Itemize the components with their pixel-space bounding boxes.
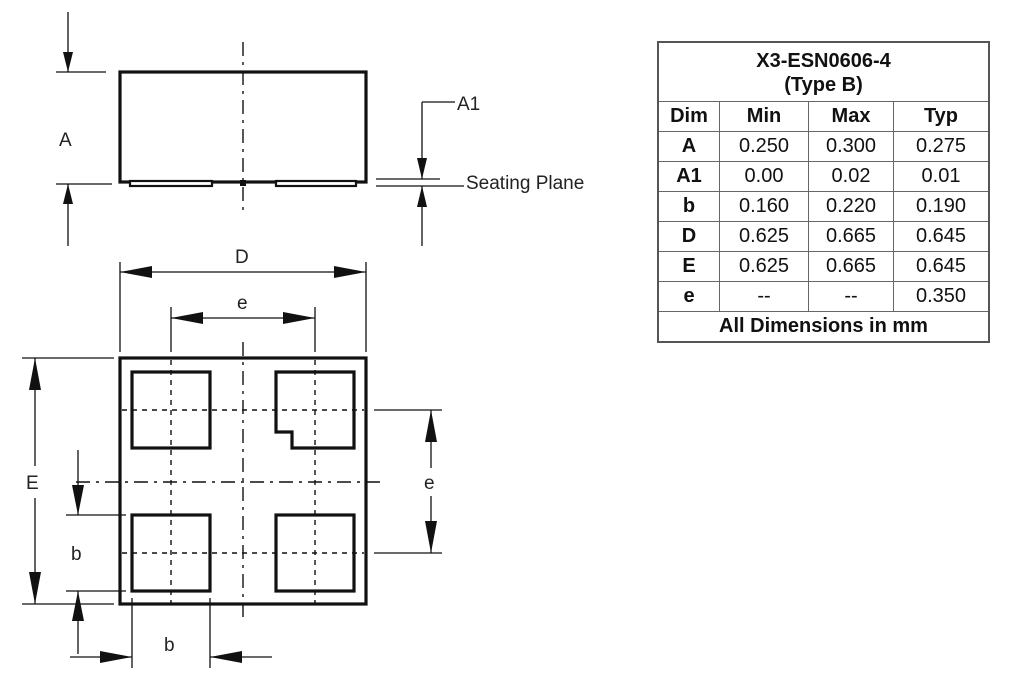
cell-typ: 0.350 bbox=[893, 281, 990, 312]
table-footer-row: All Dimensions in mm bbox=[657, 311, 990, 343]
cell-dim: A bbox=[657, 131, 720, 162]
cell-dim: A1 bbox=[657, 161, 720, 192]
dim-label-E: E bbox=[26, 473, 39, 494]
cell-max: 0.02 bbox=[808, 161, 894, 192]
table-footer: All Dimensions in mm bbox=[657, 311, 990, 343]
cell-min: 0.625 bbox=[719, 221, 809, 252]
pad-top-right-pin1 bbox=[274, 370, 356, 450]
table-title-line2: (Type B) bbox=[784, 74, 863, 96]
dimensions-table: X3-ESN0606-4 (Type B) Dim Min Max Typ A … bbox=[657, 41, 990, 343]
table-title-line1: X3-ESN0606-4 bbox=[756, 50, 891, 72]
cell-min: 0.00 bbox=[719, 161, 809, 192]
cell-dim: E bbox=[657, 251, 720, 282]
table-row: E 0.625 0.665 0.645 bbox=[657, 251, 990, 282]
terminal-left-side bbox=[128, 179, 214, 188]
cell-typ: 0.645 bbox=[893, 251, 990, 282]
cell-typ: 0.275 bbox=[893, 131, 990, 162]
dim-label-b-left: b bbox=[71, 544, 82, 565]
cell-max: 0.220 bbox=[808, 191, 894, 222]
dim-label-b-bottom: b bbox=[164, 635, 175, 656]
cell-dim: b bbox=[657, 191, 720, 222]
seating-plane-label: Seating Plane bbox=[466, 173, 584, 194]
cell-min: 0.625 bbox=[719, 251, 809, 282]
table-row: b 0.160 0.220 0.190 bbox=[657, 191, 990, 222]
cell-min: 0.160 bbox=[719, 191, 809, 222]
cell-min: 0.250 bbox=[719, 131, 809, 162]
table-row: e -- -- 0.350 bbox=[657, 281, 990, 312]
table-title: X3-ESN0606-4 (Type B) bbox=[657, 41, 990, 102]
dim-label-A: A bbox=[59, 130, 72, 151]
cell-max: 0.665 bbox=[808, 251, 894, 282]
header-min: Min bbox=[719, 101, 809, 132]
cell-max: 0.300 bbox=[808, 131, 894, 162]
dim-label-e-right: e bbox=[424, 473, 435, 494]
header-dim: Dim bbox=[657, 101, 720, 132]
cell-typ: 0.645 bbox=[893, 221, 990, 252]
table-row: D 0.625 0.665 0.645 bbox=[657, 221, 990, 252]
table-header-row: Dim Min Max Typ bbox=[657, 101, 990, 132]
table-row: A 0.250 0.300 0.275 bbox=[657, 131, 990, 162]
dim-label-D: D bbox=[235, 247, 249, 268]
table-title-row: X3-ESN0606-4 (Type B) bbox=[657, 41, 990, 102]
cell-dim: D bbox=[657, 221, 720, 252]
cell-max: -- bbox=[808, 281, 894, 312]
cell-typ: 0.01 bbox=[893, 161, 990, 192]
table-row: A1 0.00 0.02 0.01 bbox=[657, 161, 990, 192]
header-max: Max bbox=[808, 101, 894, 132]
cell-typ: 0.190 bbox=[893, 191, 990, 222]
terminal-right-side bbox=[274, 179, 358, 188]
cell-max: 0.665 bbox=[808, 221, 894, 252]
dim-label-e-top: e bbox=[237, 293, 248, 314]
cell-dim: e bbox=[657, 281, 720, 312]
center-mark-side bbox=[240, 180, 246, 186]
cell-min: -- bbox=[719, 281, 809, 312]
bottom-view: D e E e b bbox=[22, 247, 442, 668]
dim-label-A1: A1 bbox=[457, 94, 480, 115]
header-typ: Typ bbox=[893, 101, 990, 132]
side-view: A A1 Seating Plane bbox=[56, 12, 584, 246]
